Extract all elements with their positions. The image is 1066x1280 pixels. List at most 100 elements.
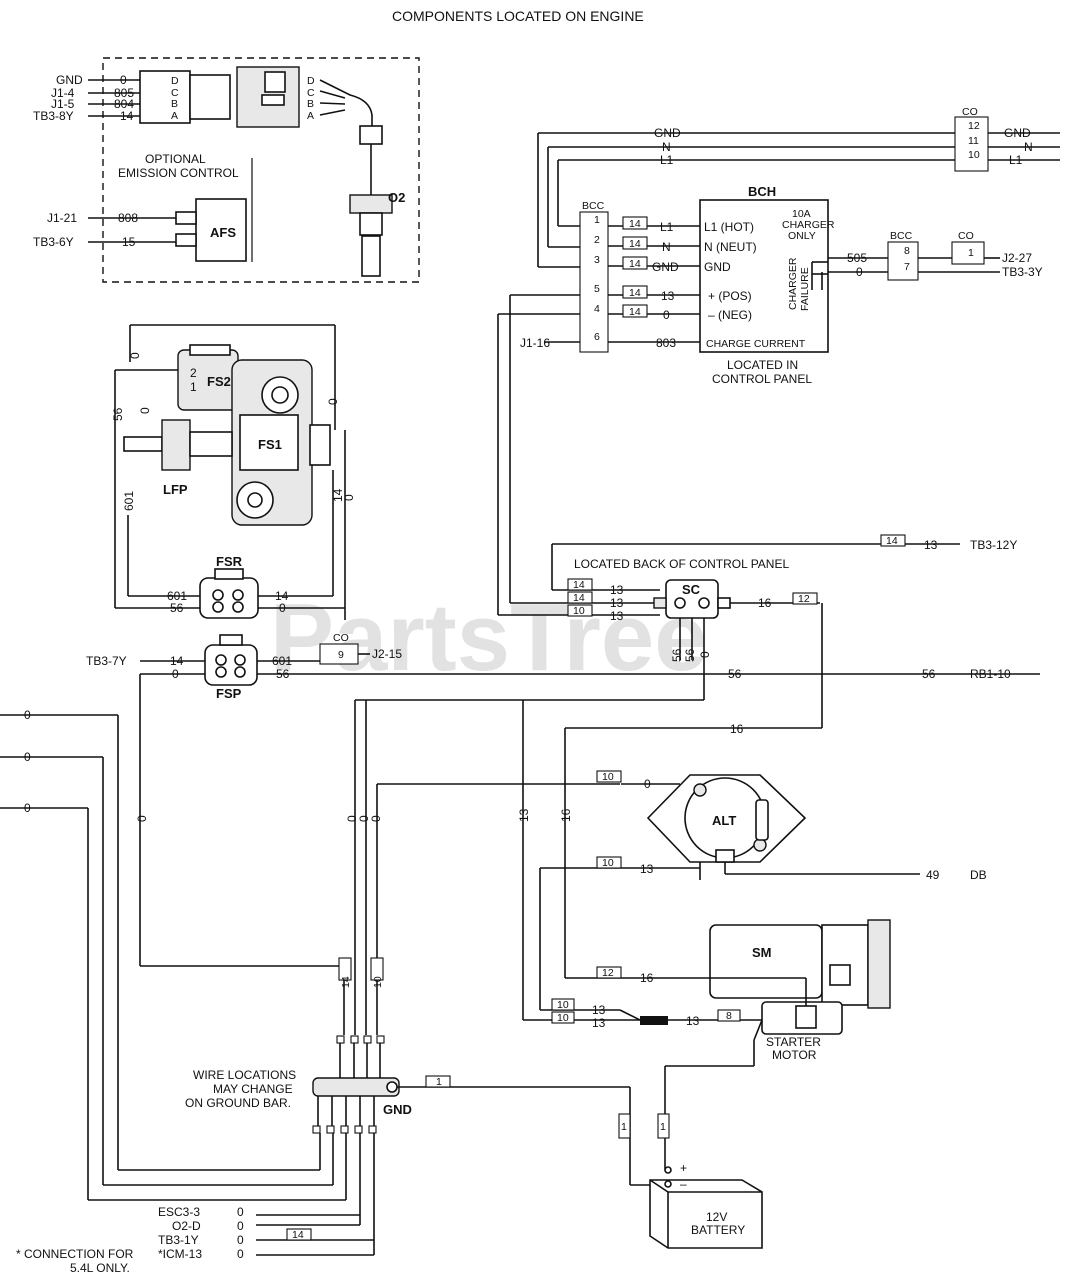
left-wire-3: 0: [24, 801, 31, 815]
fsp-left-wire-1: 14: [170, 654, 184, 668]
bcc-wire-803: 803: [656, 336, 676, 350]
ground-tag-1: 1: [436, 1076, 442, 1088]
afs-label: AFS: [210, 225, 236, 240]
vert-wire-a: 0: [135, 815, 149, 822]
co-top-wire-gnd: GND: [654, 126, 681, 140]
sc-tag-3: 10: [573, 605, 585, 617]
bch-located-2: CONTROL PANEL: [712, 372, 812, 386]
ground-tag-14: 14: [340, 976, 352, 988]
diagram-title: COMPONENTS LOCATED ON ENGINE: [392, 8, 644, 24]
co-right-out-2: TB3-3Y: [1002, 265, 1043, 279]
rb-wire-right: 56: [922, 667, 936, 681]
co-top-wire-l1: L1: [660, 153, 674, 167]
o2-wire-1: 0: [120, 73, 127, 87]
ground-note-2: MAY CHANGE: [213, 1082, 293, 1096]
alt-wire-2: 13: [640, 862, 654, 876]
bcc-pin-6: 6: [594, 331, 600, 343]
sm-tag-8: 8: [726, 1010, 732, 1022]
ground-note-3: ON GROUND BAR.: [185, 1096, 291, 1110]
bottom-wire-2: 0: [237, 1219, 244, 1233]
fsp-label: FSP: [216, 686, 242, 701]
fuel-regulator-assembly: [114, 324, 336, 526]
co-right-label: CO: [958, 230, 974, 242]
rb-dest: RB1-10: [970, 667, 1011, 681]
vert-wire-b: 0: [345, 815, 359, 822]
co-9-pin: 9: [338, 649, 344, 661]
bcc-wire-l1: L1: [660, 220, 674, 234]
bch-failure-1: CHARGER: [787, 257, 799, 310]
fsr-wire-0: 0: [279, 601, 286, 615]
bottom-wire-1: 0: [237, 1205, 244, 1219]
ground-bar: [312, 1035, 400, 1134]
sc-right-wire: 16: [758, 596, 772, 610]
sm-caption-2: MOTOR: [772, 1048, 817, 1062]
bcc-right-label: BCC: [890, 230, 913, 242]
battery-label-2: BATTERY: [691, 1223, 745, 1237]
ground-label: GND: [383, 1102, 412, 1117]
vert-wire-d: 0: [369, 815, 383, 822]
fsp-source-1: TB3-7Y: [86, 654, 127, 668]
fuel-wire-0-right: 0: [326, 398, 340, 405]
alt-out-dest: DB: [970, 868, 987, 882]
bcc-right-wire-505: 505: [847, 251, 867, 265]
starter-motor-sm: [709, 919, 891, 1035]
co-top-block: [954, 116, 989, 172]
sm-tag-10a: 10: [557, 999, 569, 1011]
fuel-wire-0-r2: 0: [342, 494, 356, 501]
sc-down-0: 0: [698, 651, 712, 658]
o2-pin-c-left: C: [171, 87, 179, 99]
emission-caption-1: OPTIONAL: [145, 152, 206, 166]
bcc-pin-4: 4: [594, 303, 600, 315]
bcc-block: [579, 211, 609, 353]
o2-pin-b-left: B: [171, 98, 178, 110]
fsp-connector: [204, 634, 258, 686]
battery-12v: [649, 1166, 763, 1249]
left-wire-1: 0: [24, 708, 31, 722]
fsr-wire-14: 14: [275, 589, 289, 603]
afs-source-1: J1-21: [47, 211, 77, 225]
o2-pin-c-right: C: [307, 87, 315, 99]
bcc-tag-2: 14: [629, 238, 641, 250]
bcc-pin-3: 3: [594, 254, 600, 266]
vert-wire-c: 0: [357, 815, 371, 822]
bch-row-l1: L1 (HOT): [704, 220, 754, 234]
o2-wire-4: 14: [120, 109, 134, 123]
o2-source-1: GND: [56, 73, 83, 87]
sm-label: SM: [752, 945, 772, 960]
o2-wire-2: 805: [114, 86, 134, 100]
afs-source-2: TB3-6Y: [33, 235, 74, 249]
alt-label: ALT: [712, 813, 736, 828]
bch-note-2: CHARGER: [782, 219, 835, 231]
alt-wire-16: 16: [730, 722, 744, 736]
alternator-alt: [646, 774, 807, 880]
afs-wire-2: 15: [122, 235, 136, 249]
bcc-wire-0: 0: [663, 308, 670, 322]
bch-failure-2: FAILURE: [799, 267, 811, 311]
bottom-row-2: O2-D: [172, 1219, 201, 1233]
o2-pin-a-left: A: [171, 110, 178, 122]
fsr-wire-601: 601: [167, 589, 187, 603]
bch-row-n: N (NEUT): [704, 240, 757, 254]
bcc-label: BCC: [582, 200, 605, 212]
sm-wire-13b: 13: [592, 1016, 606, 1030]
bcc-tag-3: 14: [629, 258, 641, 270]
bcc-tag-5: 14: [629, 306, 641, 318]
bch-note-3: ONLY: [788, 230, 816, 242]
bcc-right-pin-7: 7: [904, 261, 910, 273]
fsp-right-wire-2: 56: [276, 667, 290, 681]
ground-note-1: WIRE LOCATIONS: [193, 1068, 296, 1082]
bch-row-gnd: GND: [704, 260, 731, 274]
fuel-wire-56: 56: [111, 407, 125, 421]
o2-source-4: TB3-8Y: [33, 109, 74, 123]
co-right-block: [951, 241, 985, 265]
co-top-pin-11: 11: [968, 135, 979, 147]
bcc-pin-1: 1: [594, 214, 600, 226]
bcc-wire-gnd: GND: [652, 260, 679, 274]
bottom-row-3: TB3-1Y: [158, 1233, 199, 1247]
bch-located-1: LOCATED IN: [727, 358, 798, 372]
co-top-out-n: N: [1024, 140, 1033, 154]
bcc-pin-5: 5: [594, 283, 600, 295]
bch-title: BCH: [748, 184, 776, 199]
o2-pin-d-left: D: [171, 75, 179, 87]
